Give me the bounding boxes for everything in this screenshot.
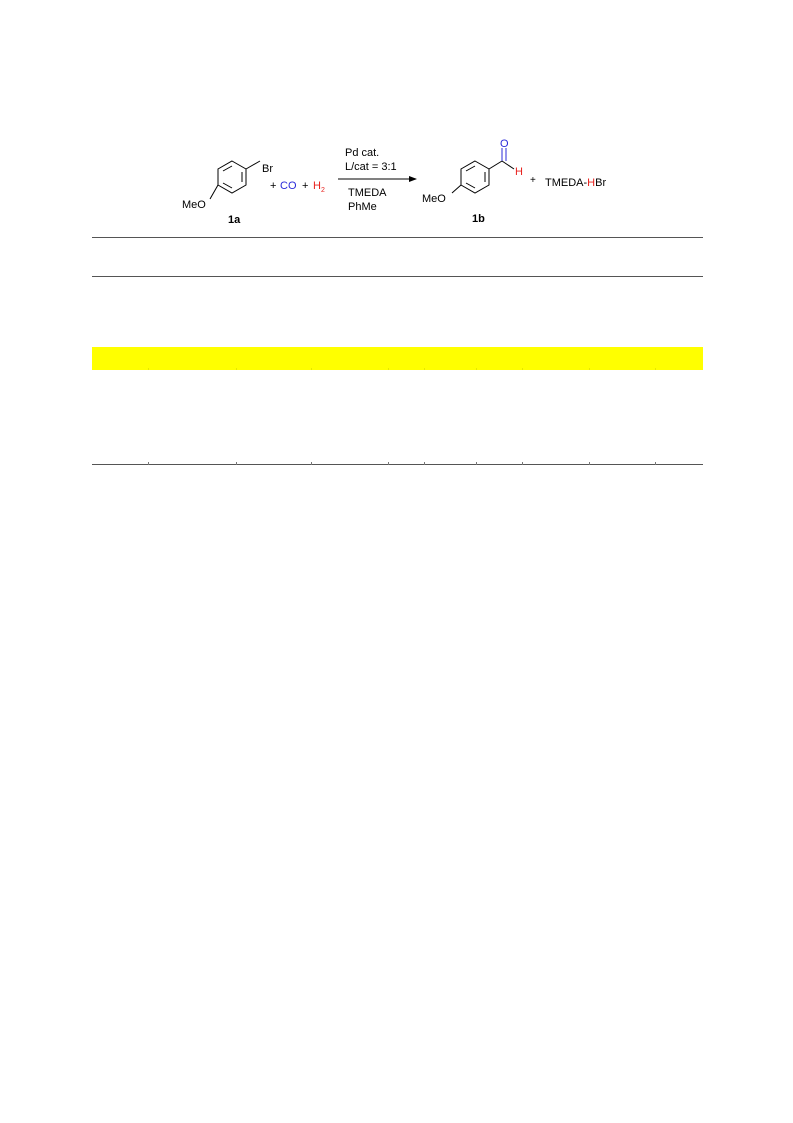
h2-symbol: H xyxy=(313,180,321,192)
h2-reagent: H2 xyxy=(313,180,325,194)
condition-ratio: L/cat = 3:1 xyxy=(345,161,397,173)
product-1b-structure xyxy=(451,148,515,194)
reactant-br: Br xyxy=(262,163,273,175)
row-divider-tick xyxy=(522,368,523,370)
byproduct-h: H xyxy=(587,177,595,189)
reaction-scheme: Br MeO 1a + CO + H2 Pd cat. L/cat = 3:1 … xyxy=(182,138,606,226)
row-divider-tick xyxy=(476,368,477,370)
row-divider-tick xyxy=(424,368,425,370)
column-tick xyxy=(148,462,149,465)
row-divider-tick xyxy=(311,368,312,370)
h2-subscript: 2 xyxy=(321,187,325,194)
column-tick xyxy=(388,462,389,465)
column-tick xyxy=(522,462,523,465)
table-bottom-rule xyxy=(92,464,703,465)
table-top-rule xyxy=(92,237,703,238)
highlighted-row xyxy=(92,347,703,370)
co-reagent: CO xyxy=(280,180,297,192)
byproduct-br: Br xyxy=(595,177,606,189)
condition-catalyst: Pd cat. xyxy=(345,147,379,159)
condition-solvent: PhMe xyxy=(348,201,377,213)
table-header-rule xyxy=(92,276,703,277)
row-divider-tick xyxy=(148,368,149,370)
row-divider-tick xyxy=(655,368,656,370)
reactant-1a-structure xyxy=(209,160,261,200)
product-carbonyl-o: O xyxy=(500,138,509,150)
column-tick xyxy=(589,462,590,465)
row-divider-tick xyxy=(589,368,590,370)
column-tick xyxy=(476,462,477,465)
plus-sign-3: + xyxy=(530,175,536,186)
plus-sign-2: + xyxy=(302,180,308,192)
row-divider-tick xyxy=(388,368,389,370)
column-tick xyxy=(236,462,237,465)
reactant-meo: MeO xyxy=(182,199,206,211)
condition-base: TMEDA xyxy=(348,187,387,199)
column-tick xyxy=(655,462,656,465)
product-label: 1b xyxy=(472,213,485,225)
byproduct-tmeda: TMEDA- xyxy=(545,177,588,189)
product-aldehyde-h: H xyxy=(515,166,523,178)
column-tick xyxy=(424,462,425,465)
column-tick xyxy=(311,462,312,465)
product-meo: MeO xyxy=(422,193,446,205)
reactant-label: 1a xyxy=(228,214,241,226)
row-divider-tick xyxy=(236,368,237,370)
byproduct: TMEDA-HBr xyxy=(545,177,606,189)
plus-sign-1: + xyxy=(270,180,276,192)
